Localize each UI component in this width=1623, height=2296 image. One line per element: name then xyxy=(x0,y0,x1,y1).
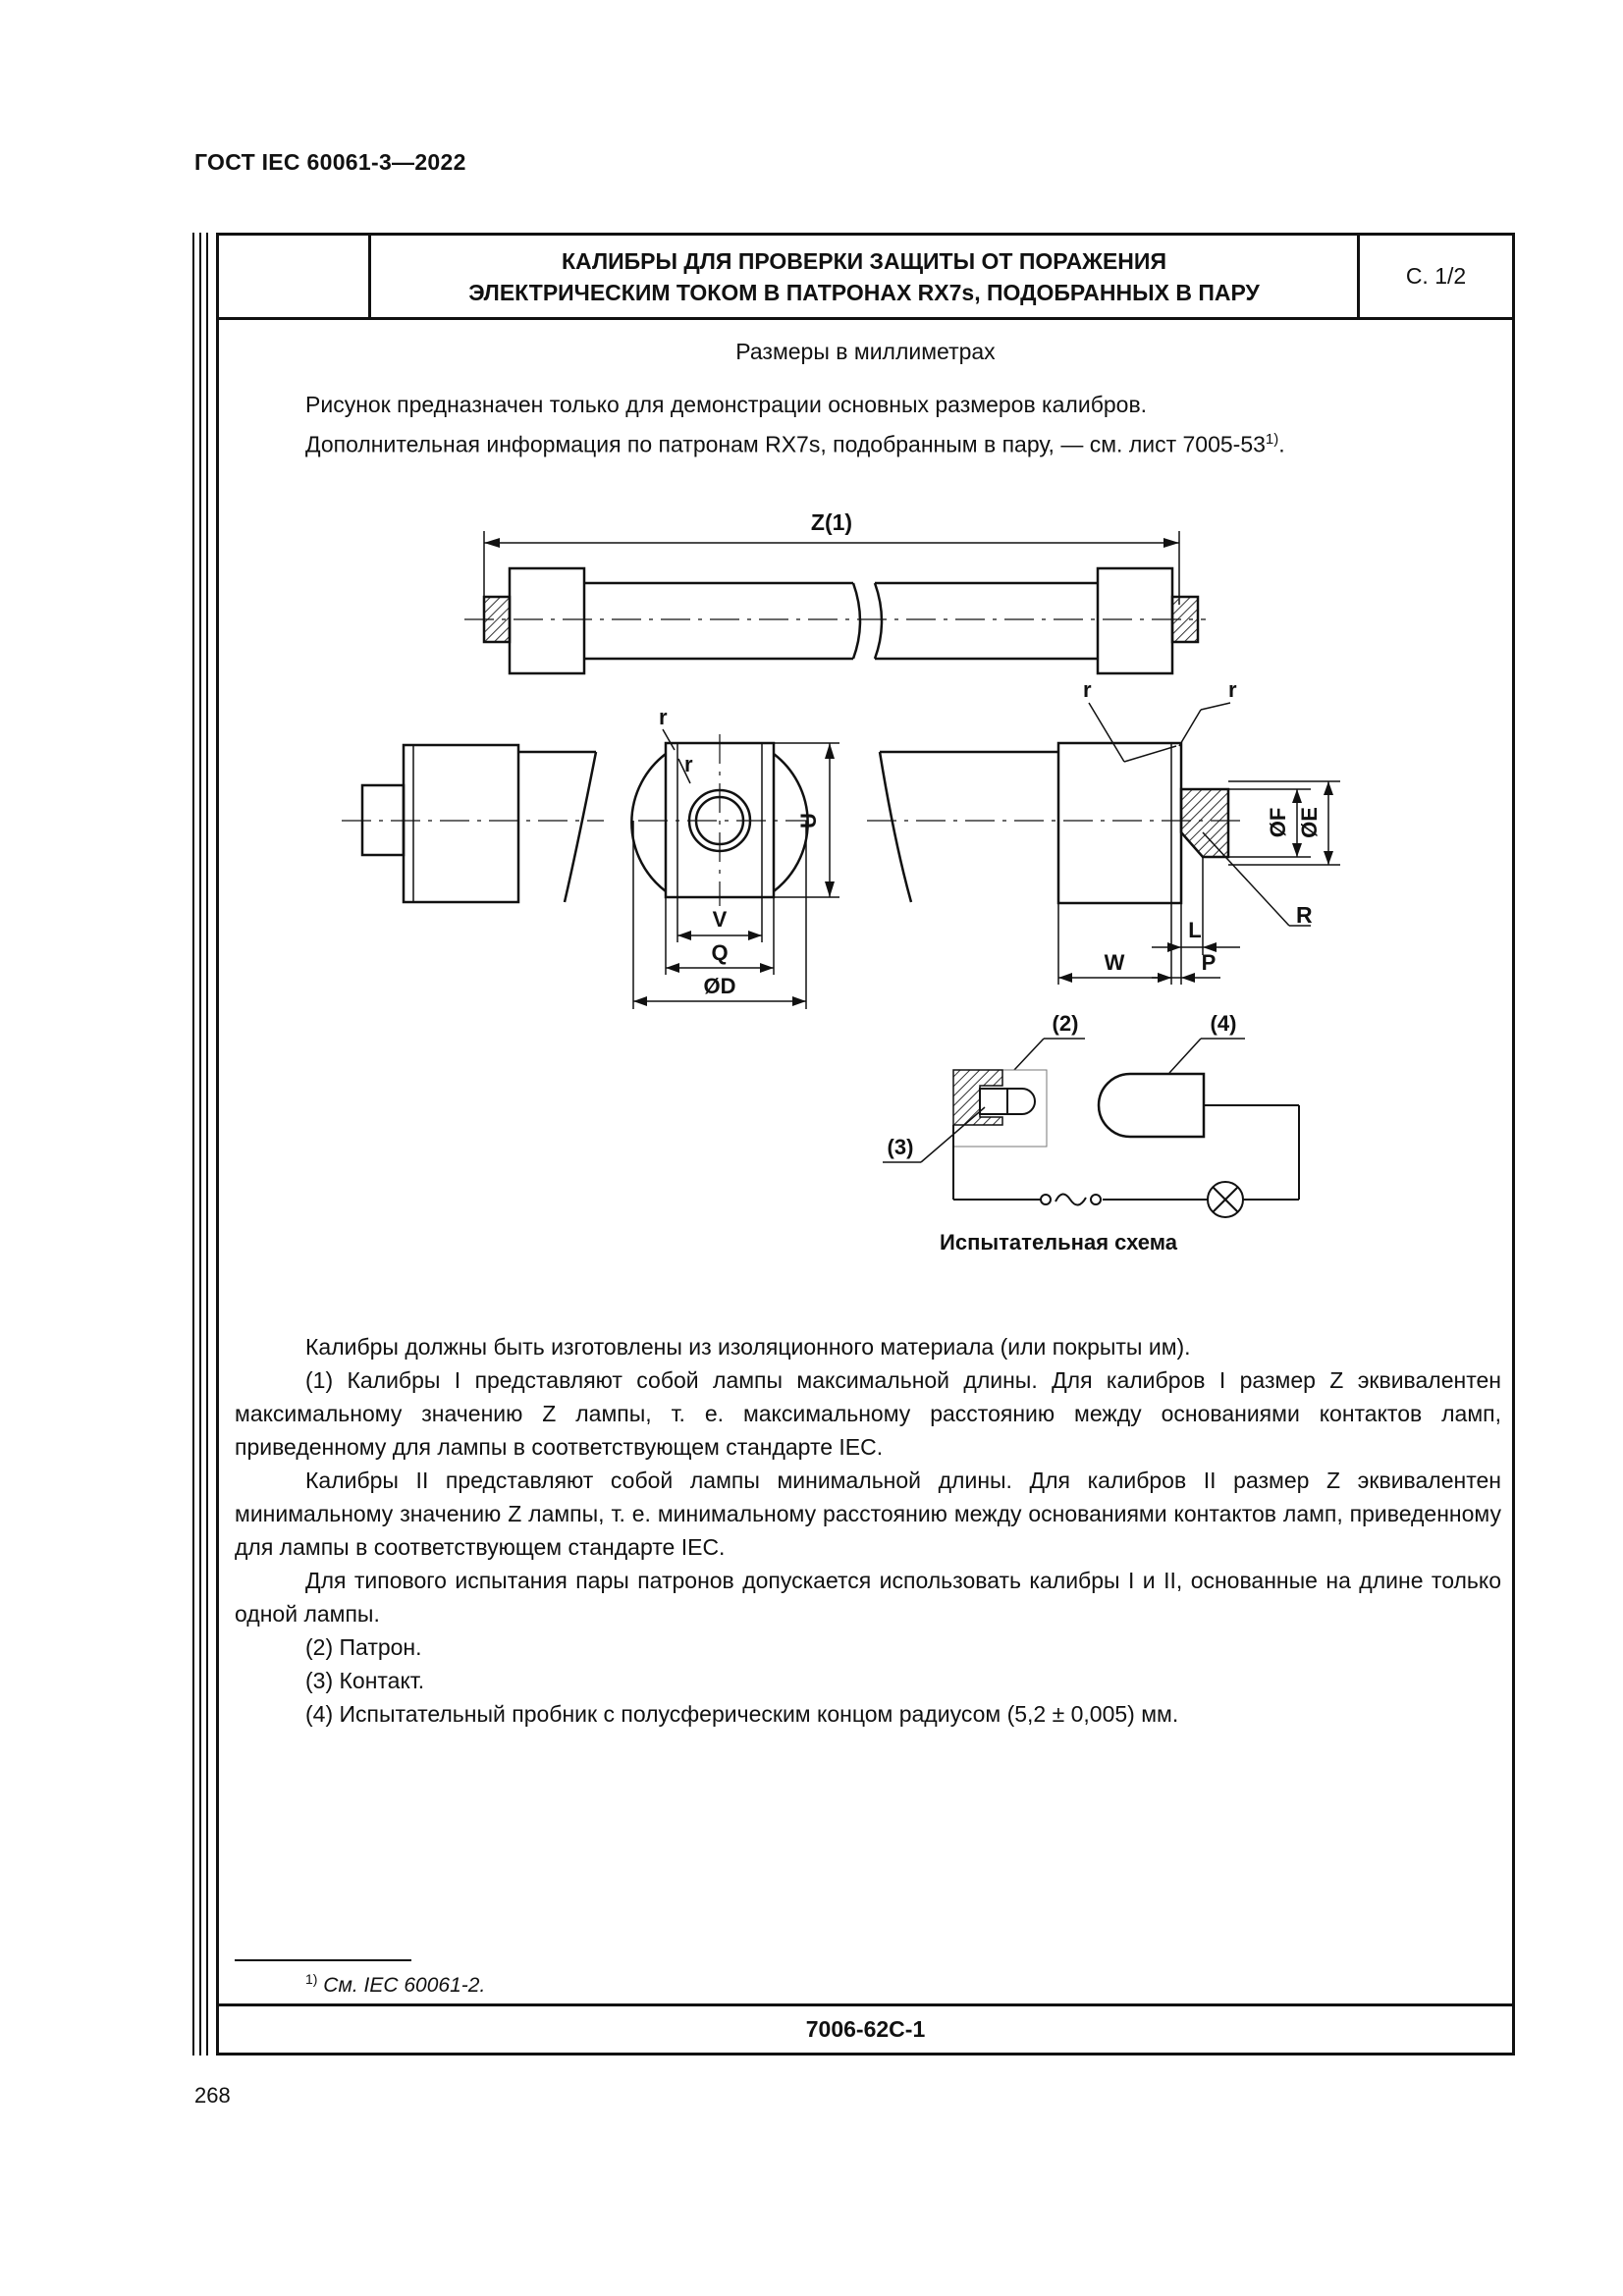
gauge-drawing: Z(1) xyxy=(342,509,1340,1255)
footnote: 1) См. IEC 60061-2. xyxy=(305,1971,485,1998)
dim-e-label: ØE xyxy=(1297,807,1322,838)
intro-line-1: Рисунок предназначен только для демонстр… xyxy=(305,392,1148,417)
footnote-text: См. IEC 60061-2. xyxy=(323,1974,486,1997)
dim-z-label: Z(1) xyxy=(811,509,852,535)
notes-body: Калибры должны быть изготовлены из изоля… xyxy=(235,1330,1501,1731)
title-block: КАЛИБРЫ ДЛЯ ПРОВЕРКИ ЗАЩИТЫ ОТ ПОРАЖЕНИЯ… xyxy=(219,236,1512,320)
footnote-mark: 1) xyxy=(305,1971,318,1987)
footnote-ref: 1) xyxy=(1265,431,1279,448)
sheet-title: КАЛИБРЫ ДЛЯ ПРОВЕРКИ ЗАЩИТЫ ОТ ПОРАЖЕНИЯ… xyxy=(371,236,1360,317)
gauge-lamp-side-view: Z(1) xyxy=(464,509,1206,675)
page-number: 268 xyxy=(194,2083,231,2108)
sheet-frame: КАЛИБРЫ ДЛЯ ПРОВЕРКИ ЗАЩИТЫ ОТ ПОРАЖЕНИЯ… xyxy=(216,233,1515,2056)
dim-big-r-label: R xyxy=(1296,902,1313,928)
item-2-label: (2) xyxy=(1053,1011,1079,1036)
units-note: Размеры в миллиметрах xyxy=(735,339,996,364)
radius-r-label: r xyxy=(684,752,693,776)
item-3-label: (3) xyxy=(888,1135,914,1159)
radius-r-label: r xyxy=(1083,677,1092,702)
dim-w-label: W xyxy=(1105,950,1125,975)
radius-r-label: r xyxy=(1228,677,1237,702)
dim-q-label: Q xyxy=(711,940,728,965)
standard-header: ГОСТ IEC 60061-3—2022 xyxy=(194,149,466,175)
dim-p-label: P xyxy=(1202,950,1217,975)
title-block-blank-cell xyxy=(219,236,371,317)
item-4-label: (4) xyxy=(1211,1011,1237,1036)
radius-r-label: r xyxy=(659,705,668,729)
footnote-separator xyxy=(235,1959,411,1961)
note-paragraph: (4) Испытательный пробник с полусферичес… xyxy=(305,1701,1179,1727)
dim-v-label: V xyxy=(713,907,728,932)
note-paragraph: Калибры должны быть изготовлены из изоля… xyxy=(305,1334,1191,1360)
note-paragraph: (1) Калибры I представляют собой лампы м… xyxy=(235,1367,1501,1460)
sheet-code: 7006-62C-1 xyxy=(219,2003,1512,2053)
sheet-number: С. 1/2 xyxy=(1405,263,1467,289)
dim-u-label: U xyxy=(796,813,821,828)
margin-bar xyxy=(199,233,201,2056)
intro-text: Рисунок предназначен только для демонстр… xyxy=(305,388,1285,462)
margin-bar xyxy=(192,233,194,2056)
dim-l-label: L xyxy=(1188,918,1201,942)
note-paragraph: (2) Патрон. xyxy=(305,1634,422,1660)
sheet-title-line-1: КАЛИБРЫ ДЛЯ ПРОВЕРКИ ЗАЩИТЫ ОТ ПОРАЖЕНИЯ xyxy=(562,247,1166,274)
note-paragraph: (3) Контакт. xyxy=(305,1668,425,1693)
intro-line-2: Дополнительная информация по патронам RX… xyxy=(305,431,1285,457)
test-circuit-caption: Испытательная схема xyxy=(940,1230,1178,1255)
note-paragraph: Калибры II представляют собой лампы мини… xyxy=(235,1468,1501,1560)
dim-d-label: ØD xyxy=(704,974,736,998)
gauge-cap-right-view: r r ØF ØE R xyxy=(867,677,1340,985)
gauge-front-view: r r U V Q xyxy=(630,705,839,1009)
test-circuit: (2) (4) (3) xyxy=(883,1011,1300,1255)
gauge-cap-left-view xyxy=(342,743,604,904)
sheet-title-line-2: ЭЛЕКТРИЧЕСКИМ ТОКОМ В ПАТРОНАХ RX7s, ПОД… xyxy=(468,279,1260,305)
margin-bar xyxy=(206,233,208,2056)
dim-f-label: ØF xyxy=(1266,808,1290,838)
note-paragraph: Для типового испытания пары патронов доп… xyxy=(235,1568,1501,1627)
